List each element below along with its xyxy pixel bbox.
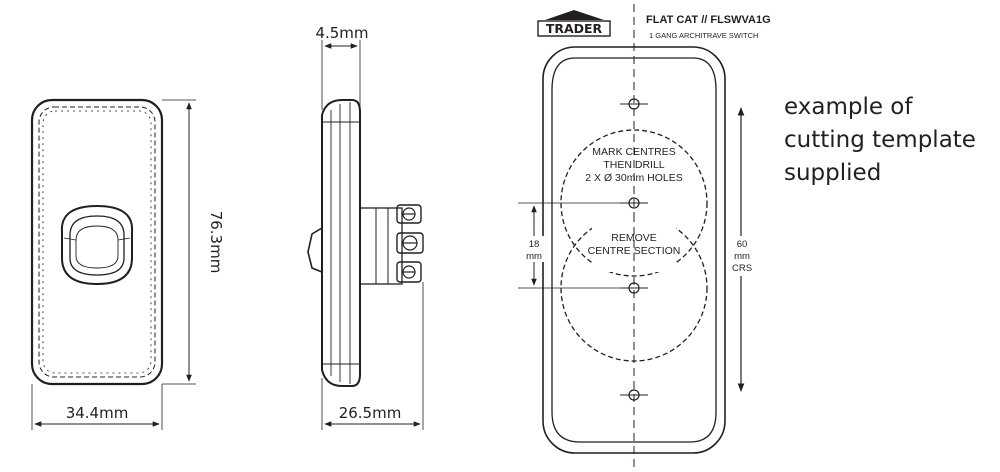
remove-section-line1: REMOVE [611,232,657,244]
note-line1: example of [784,94,913,120]
rocker-face [75,225,119,269]
trader-logo: TRADER [537,10,611,37]
product-code: FLAT CAT // FLSWVA1G [646,14,771,26]
note-line2: cutting template [784,127,976,153]
template-inner [551,57,717,443]
terminal-block-bottom [396,261,422,283]
crosshair-upper-centre [620,197,648,209]
dim-60-crs: CRS [732,263,752,274]
dim-60-unit: mm [734,251,750,262]
width-label: 34.4mm [66,404,129,422]
crosshair-lower-centre [620,282,648,294]
side-view: 4.5mm 26.5mm [307,24,424,430]
switch-plate-inner [38,106,156,378]
dim-60-value: 60 [737,239,748,250]
height-label: 76.3mm [207,211,225,274]
side-rocker [307,227,323,273]
brand-name: TRADER [546,21,603,36]
product-subtitle: 1 GANG ARCHITRAVE SWITCH [649,31,758,40]
dim-18-unit: mm [526,251,542,262]
terminal-block-mid [396,232,424,254]
rocker-inner [69,215,125,276]
switch-plate-outer [30,98,164,386]
mechanism-body [359,207,403,285]
template-note: example of cutting template supplied [784,94,976,186]
crosshair-bottom [620,389,648,401]
mark-centres-line1: MARK CENTRES [592,146,675,158]
dim-18-value: 18 [529,239,540,250]
mark-centres-line3: 2 X Ø 30mm HOLES [585,172,682,184]
total-depth-label: 26.5mm [339,404,402,422]
note-line3: supplied [784,160,881,186]
depth-label: 4.5mm [315,24,368,42]
cutting-template: TRADER FLAT CAT // FLSWVA1G 1 GANG ARCHI… [518,4,771,472]
remove-section-line2: CENTRE SECTION [588,245,681,257]
side-plate-profile [321,99,361,387]
mark-centres-line2: THEN DRILL [603,159,664,171]
terminal-block-top [396,204,422,224]
crosshair-top [620,98,648,110]
front-view: 76.3mm 34.4mm [30,98,225,430]
rocker-outer [60,204,134,286]
switch-plate-inner-2 [42,110,152,374]
